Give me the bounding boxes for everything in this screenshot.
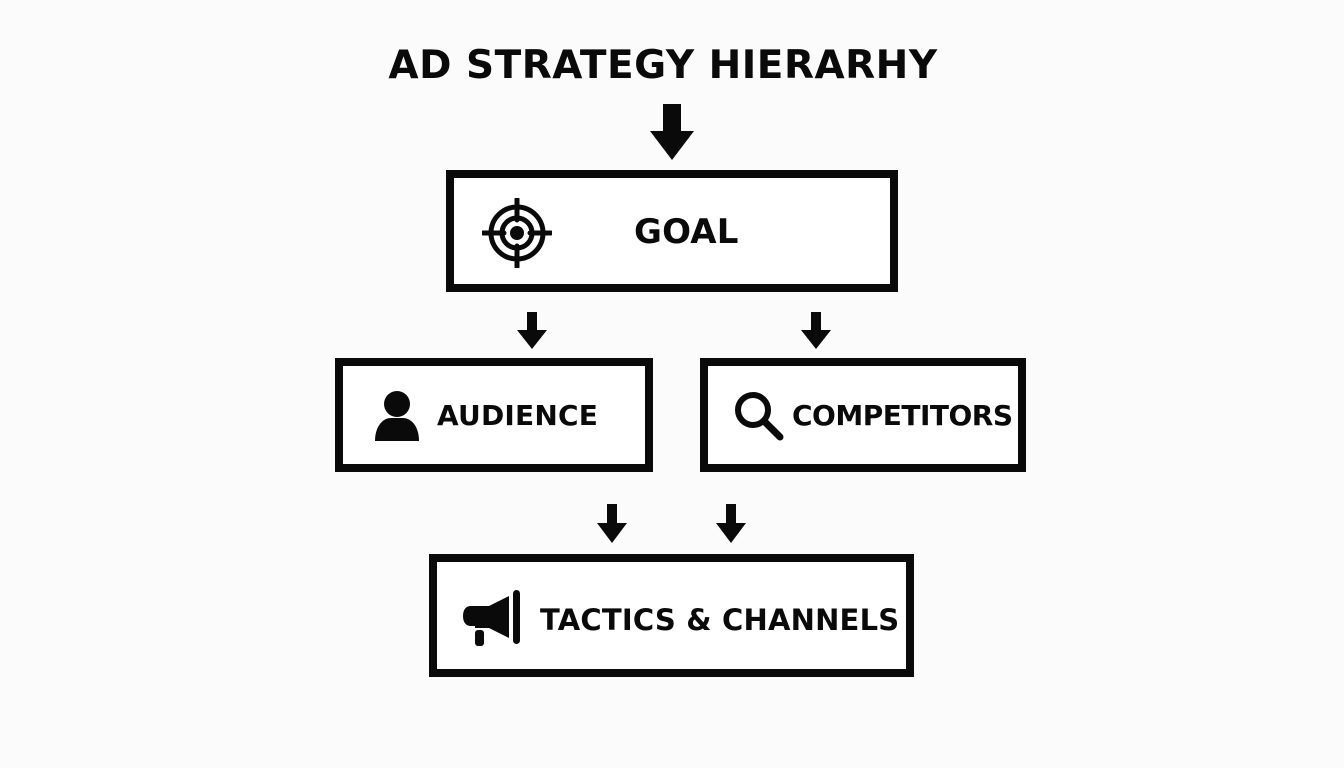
arrow-down-icon (650, 104, 694, 160)
goal-label: GOAL (634, 212, 739, 252)
target-icon (482, 198, 552, 268)
person-icon (375, 391, 419, 441)
audience-label: AUDIENCE (437, 399, 599, 432)
tactics-channels-node: TACTICS & CHANNELS (429, 554, 914, 677)
diagram-title: AD STRATEGY HIERARHY (388, 43, 938, 88)
arrow-down-icon (801, 312, 831, 349)
competitors-label: COMPETITORS (792, 399, 1013, 432)
audience-node: AUDIENCE (335, 358, 653, 472)
goal-node: GOAL (446, 170, 898, 292)
magnifier-icon (735, 392, 784, 441)
megaphone-icon (463, 590, 520, 646)
competitors-node: COMPETITORS (700, 358, 1026, 472)
arrow-down-icon (597, 504, 627, 543)
arrow-down-icon (517, 312, 547, 349)
arrow-down-icon (716, 504, 746, 543)
tactics-channels-label: TACTICS & CHANNELS (540, 603, 900, 637)
